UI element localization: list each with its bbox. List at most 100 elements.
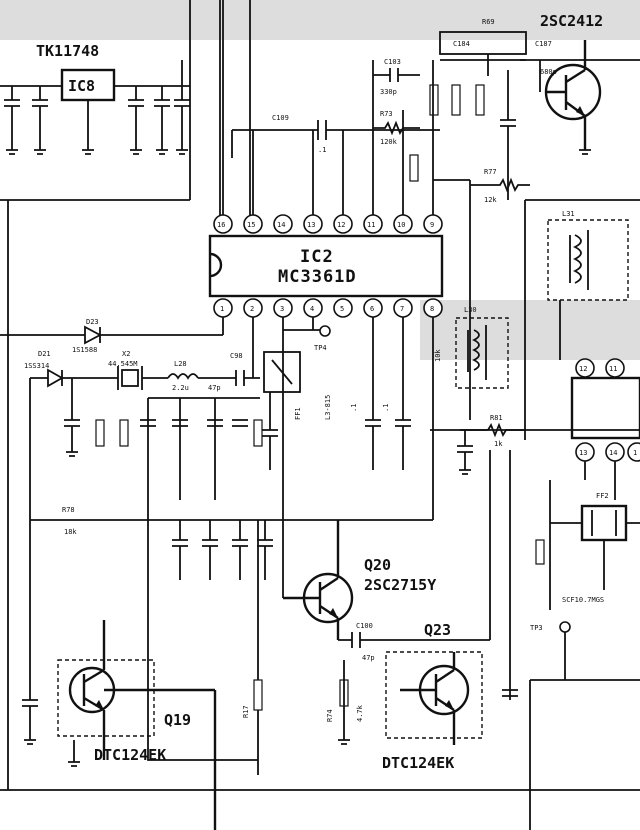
pin-number: 14: [277, 221, 285, 229]
ic8-label: IC8: [68, 77, 95, 95]
ic2-ref-label: IC2: [300, 247, 334, 267]
c98-label: C98: [230, 352, 243, 360]
cap-value: .1: [382, 404, 390, 412]
right-ic-block: 12 11 13 14 1: [549, 300, 640, 610]
resistor-body: [535, 539, 545, 565]
tp3-point: TP3: [530, 621, 571, 680]
ic2-top-pins: 16 15 14 13 12 11 10 9: [213, 214, 443, 234]
pin-number: 5: [340, 305, 344, 313]
ff2-part-label: SCF10.7MGS: [562, 596, 604, 604]
ic2-block: IC2 MC3361D 16 15 14 13 12 11 10 9: [208, 0, 471, 510]
q23-ref-label: Q23: [424, 621, 451, 639]
r78-value: 18k: [64, 528, 77, 536]
x2-crystal: [121, 369, 139, 387]
q19-part-label: DTC124EK: [94, 746, 166, 764]
q19-ref-label: Q19: [164, 711, 191, 729]
right-ic-pin: [627, 442, 640, 462]
tk11748-label: TK11748: [36, 42, 99, 60]
pin-number: 7: [400, 305, 404, 313]
c184-label: C184: [453, 40, 470, 48]
c187-label: C187: [535, 40, 552, 48]
pin-number: 9: [430, 221, 434, 229]
pin-number: 6: [370, 305, 374, 313]
ic2-part-label: MC3361D: [278, 267, 357, 287]
l31-label: L31: [562, 210, 575, 218]
r81-value: 1k: [494, 440, 503, 448]
x2-value: 44.545M: [108, 360, 138, 368]
left-caps: [4, 60, 190, 155]
lower-rail: [0, 200, 640, 791]
right-ic-pin: [605, 358, 625, 378]
q19-package: [57, 659, 155, 737]
l30-shield: [455, 317, 509, 389]
c103-label: C103: [384, 58, 401, 66]
ic2-body: [208, 234, 444, 298]
q21-part-label: 2SC2412: [540, 12, 603, 30]
q23-section: C100 47p Q23 R74 4.7k DTC124EK: [326, 450, 518, 772]
l28-label: L28: [174, 360, 187, 368]
r81-resistor: R81 1k: [457, 414, 525, 475]
pin-number: 2: [250, 305, 254, 313]
r77-value: 12k: [484, 196, 497, 204]
tp3-label: TP3: [530, 624, 543, 632]
q20-ref-label: Q20: [364, 556, 391, 574]
resistor-body: [409, 154, 419, 182]
q21-transistor: 2SC2412 C187 680p: [520, 12, 640, 155]
pin-number: 3: [280, 305, 284, 313]
r81-label: R81: [490, 414, 503, 422]
ic2-pin: [333, 298, 353, 318]
right-bus: [430, 199, 640, 440]
c109-value: .1: [318, 146, 326, 154]
cap-value: .1: [350, 404, 358, 412]
ic2-bottom-pins: 1 2 3 4 5 6 7 8: [213, 298, 443, 318]
q19-section: Q19 DTC124EK: [22, 620, 217, 830]
l31-shield: [547, 219, 629, 301]
pin-number: 11: [609, 365, 617, 373]
d23-label: D23: [86, 318, 99, 326]
c100-label: C100: [356, 622, 373, 630]
x2-label: X2: [122, 350, 130, 358]
r77-label: R77: [484, 168, 497, 176]
resistor-body: [253, 419, 263, 447]
top-middle-network: C109 .1 C103 330p R73 120k R77 12k C184 …: [231, 18, 530, 204]
pin-number: 16: [217, 221, 225, 229]
ff2-body: [580, 504, 628, 542]
ff2-label: FF2: [596, 492, 609, 500]
ic2-pin: [273, 214, 293, 234]
r78-resistor: R78 18k: [62, 506, 77, 536]
ff1-label: FF1: [294, 407, 302, 420]
pin-number: 8: [430, 305, 434, 313]
vertical-bus: [219, 0, 251, 220]
d21-part-label: 1SS314: [24, 362, 49, 370]
ff2-filter: FF2 SCF10.7MGS: [535, 492, 640, 604]
c98-value: 47p: [208, 384, 221, 392]
q23-part-label: DTC124EK: [382, 754, 454, 772]
pin-number: 1: [633, 449, 637, 457]
regulator-section: TK11748 IC8: [0, 0, 251, 220]
resistor-body: [119, 419, 129, 447]
right-ic-body: [570, 376, 640, 440]
oscillator-section: D23 1S1588 D21 1SS314 X2 44.545M L28 2.2…: [0, 318, 263, 660]
d21-label: D21: [38, 350, 51, 358]
ic2-notch: [209, 252, 223, 278]
main-rail: [30, 510, 434, 521]
l30-coil: L30 10k: [434, 306, 509, 389]
ff1-body: [263, 351, 301, 393]
pin-number: 12: [579, 365, 587, 373]
resistor-body: [429, 84, 439, 116]
lower-caps: [172, 520, 273, 580]
c103-value: 330p: [380, 88, 397, 96]
r78-label: R78: [62, 506, 75, 514]
resistor-body: [95, 419, 105, 447]
pin-number: 1: [220, 305, 224, 313]
label-text: 10k: [434, 349, 442, 362]
right-ic-pin: [575, 358, 595, 378]
r74-label: R74: [326, 709, 334, 722]
r73-label: R73: [380, 110, 393, 118]
pin-number: 13: [579, 449, 587, 457]
r73-value: 120k: [380, 138, 398, 146]
pin-number: 13: [307, 221, 315, 229]
r17-resistor: R17: [242, 520, 263, 775]
tp4-label: TP4: [314, 344, 327, 352]
q20-part-label: 2SC2715Y: [364, 576, 436, 594]
